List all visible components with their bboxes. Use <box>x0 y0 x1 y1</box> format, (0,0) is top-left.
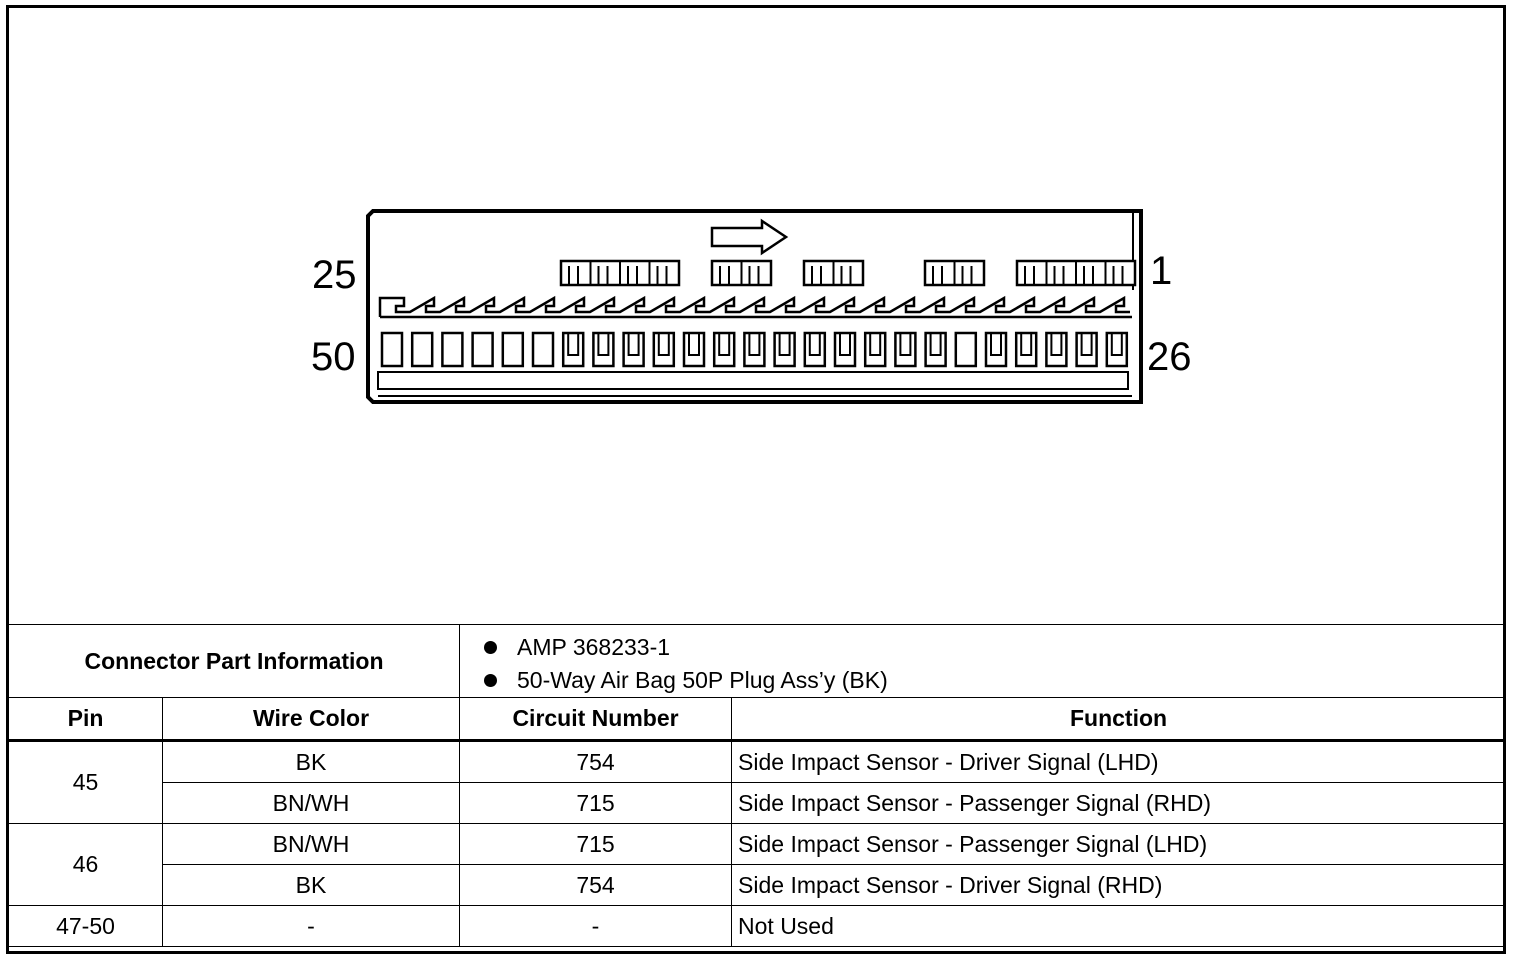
wire-color-cell: BK <box>161 864 461 906</box>
pin-label-26: 26 <box>1147 335 1192 379</box>
pin-cavity <box>410 331 434 368</box>
table-row: 46 BN/WH 715 Side Impact Sensor - Passen… <box>8 823 1507 906</box>
header-wire-color: Wire Color <box>161 697 461 742</box>
circuit-number-cell: 715 <box>459 823 733 865</box>
pin-cavity <box>924 331 947 368</box>
latch-comb <box>378 295 1130 317</box>
direction-arrow-icon <box>710 218 789 256</box>
pin-cavity <box>501 331 525 368</box>
pin-cavity <box>984 331 1008 368</box>
part-info-row: Connector Part Information AMP 368233-1 … <box>7 624 1507 698</box>
wire-color-cell: BN/WH <box>161 782 461 824</box>
latch-row <box>378 295 1132 319</box>
pin-cell: 45 <box>8 740 163 824</box>
part-info-list-cell: AMP 368233-1 50-Way Air Bag 50P Plug Ass… <box>459 624 1507 698</box>
wire-color-cell: BN/WH <box>161 823 461 865</box>
header-circuit-number: Circuit Number <box>459 697 733 742</box>
pin-cavity <box>803 331 827 368</box>
pin-cavity <box>531 331 555 368</box>
part-info-list: AMP 368233-1 50-Way Air Bag 50P Plug Ass… <box>460 625 1505 697</box>
pinout-table: Connector Part Information AMP 368233-1 … <box>7 624 1507 947</box>
circuit-number-cell: 754 <box>459 864 733 906</box>
pin-cavity <box>833 331 857 368</box>
pin-cavity <box>471 331 494 368</box>
pin-cavity <box>1014 331 1038 368</box>
wire-color-cell: BK <box>161 740 461 783</box>
pin-cavity <box>894 331 917 368</box>
connector-diagram: 25 1 50 26 <box>311 209 1192 404</box>
pin-cavity <box>380 331 404 368</box>
circuit-number-cell: 715 <box>459 782 733 824</box>
pin-cavity <box>652 331 676 368</box>
pin-cavity <box>592 331 615 368</box>
pin-cavity <box>682 331 706 368</box>
pin-cavity <box>954 331 978 368</box>
page-frame <box>6 5 1506 954</box>
pin-cavity <box>1105 331 1129 368</box>
pin-cavity <box>561 331 585 368</box>
top-pin-row <box>559 259 1137 287</box>
circuit-number-cell: 754 <box>459 740 733 783</box>
table-header-row: Pin Wire Color Circuit Number Function <box>8 697 1507 742</box>
function-cell: Side Impact Sensor - Passenger Signal (R… <box>731 782 1507 824</box>
pin-label-25: 25 <box>312 253 357 297</box>
pin-cavity <box>773 331 796 368</box>
pin-cavity <box>1045 331 1068 368</box>
table-row: BN/WH 715 Side Impact Sensor - Passenger… <box>9 782 1507 824</box>
wire-color-cell: - <box>161 905 461 947</box>
table-row: BK 754 Side Impact Sensor - Driver Signa… <box>9 864 1507 906</box>
part-info-item: AMP 368233-1 <box>484 631 1505 664</box>
pin-cavity <box>743 331 766 368</box>
table-row: 47-50 - - Not Used <box>8 905 1507 947</box>
table-row: 45 BK 754 Side Impact Sensor - Driver Si… <box>8 740 1507 824</box>
pin-cavity <box>712 331 736 368</box>
pin-cell: 47-50 <box>8 905 163 947</box>
pin-cell: 46 <box>8 823 163 906</box>
function-cell: Side Impact Sensor - Passenger Signal (L… <box>731 823 1507 865</box>
header-function: Function <box>731 697 1507 742</box>
pin-label-50: 50 <box>311 335 356 379</box>
pin-cavity <box>863 331 887 368</box>
header-pin: Pin <box>8 697 163 742</box>
pin-cavity <box>622 331 645 368</box>
function-cell: Side Impact Sensor - Driver Signal (LHD) <box>731 740 1507 783</box>
pin-cavity <box>1075 331 1098 368</box>
pin-cavity <box>441 331 464 368</box>
function-cell: Side Impact Sensor - Driver Signal (RHD) <box>731 864 1507 906</box>
pin-label-1: 1 <box>1150 249 1172 293</box>
part-info-item: 50-Way Air Bag 50P Plug Ass’y (BK) <box>484 664 1505 697</box>
bottom-pin-row <box>380 331 1129 368</box>
function-cell: Not Used <box>731 905 1507 947</box>
circuit-number-cell: - <box>459 905 733 947</box>
part-info-label: Connector Part Information <box>7 624 461 698</box>
connector-body <box>366 209 1143 404</box>
